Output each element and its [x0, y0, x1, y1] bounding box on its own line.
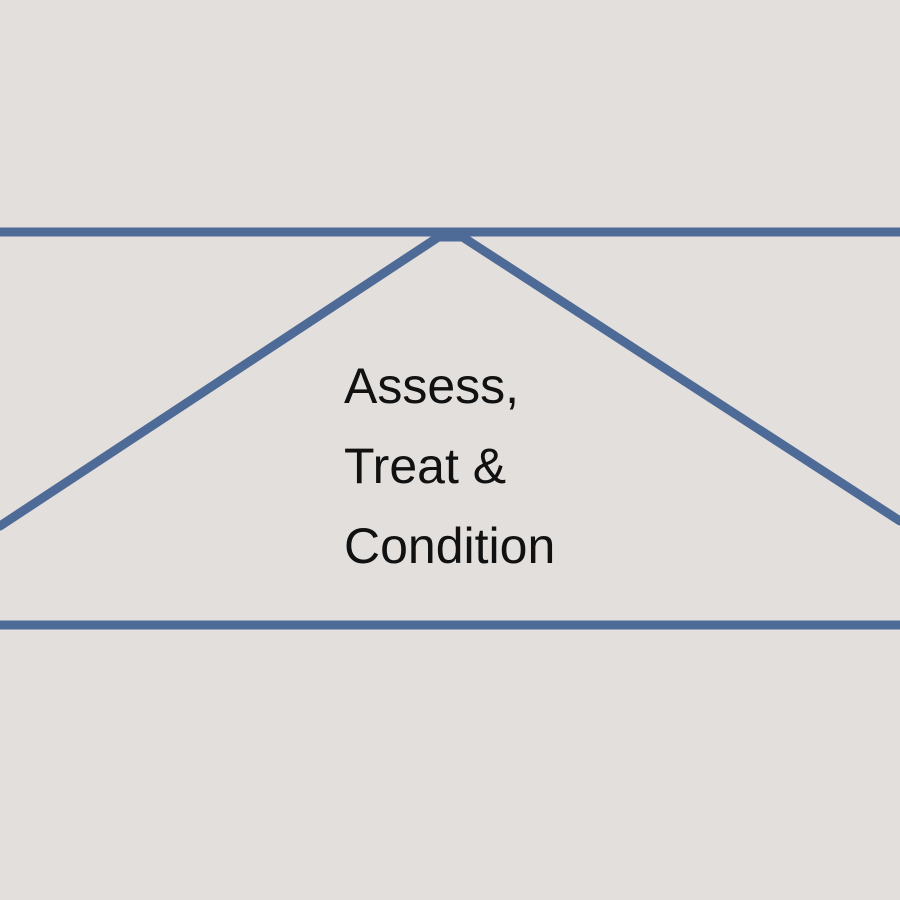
left-rafter-line [0, 231, 445, 531]
right-rafter-line [456, 231, 900, 526]
center-label: Assess, Treat & Condition [344, 346, 555, 586]
label-line-condition: Condition [344, 518, 556, 574]
label-line-treat: Treat & [344, 438, 507, 494]
label-line-assess: Assess, [344, 358, 520, 414]
